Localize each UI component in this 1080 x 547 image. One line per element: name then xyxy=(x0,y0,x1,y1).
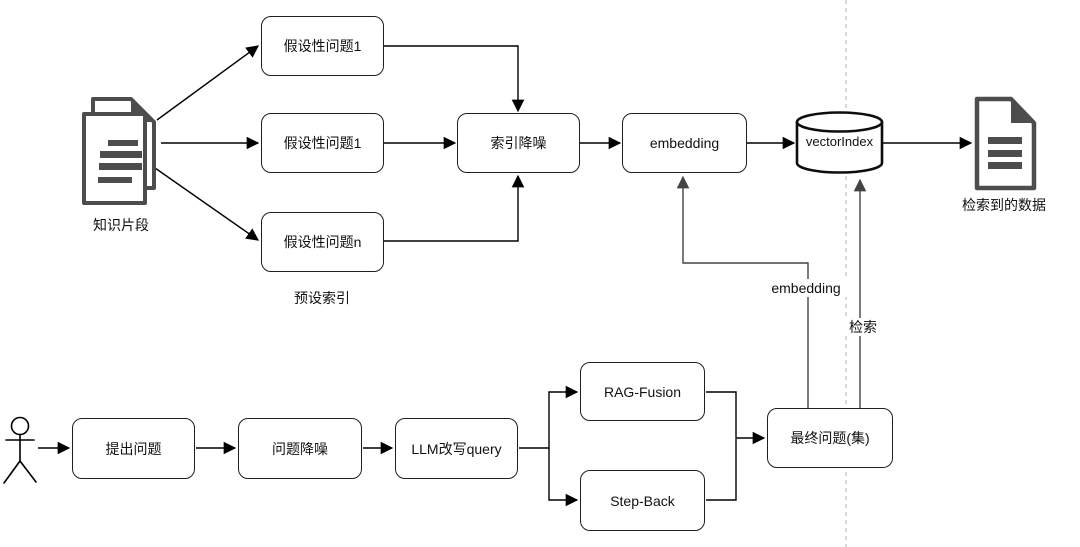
node-llm-rewrite-query[interactable]: LLM改写query xyxy=(395,418,518,479)
edge-label-retrieve: 检索 xyxy=(835,318,891,336)
edge-final-to-embedding xyxy=(676,175,809,408)
node-final-question-set[interactable]: 最终问题(集) xyxy=(767,408,893,468)
edge-source-to-hypn xyxy=(154,167,260,241)
node-hypothetical-question-2[interactable]: 假设性问题1 xyxy=(261,113,384,173)
person-icon[interactable] xyxy=(3,416,37,484)
node-question-denoise[interactable]: 问题降噪 xyxy=(238,418,362,479)
node-index-denoise[interactable]: 索引降噪 xyxy=(457,113,580,173)
document-icon[interactable] xyxy=(974,96,1037,191)
node-embedding[interactable]: embedding xyxy=(622,113,747,173)
edge-label-embedding: embedding xyxy=(762,279,850,297)
node-rag-fusion[interactable]: RAG-Fusion xyxy=(580,362,705,421)
node-hypothetical-question-n[interactable]: 假设性问题n xyxy=(261,212,384,272)
edge-llm-to-stepback xyxy=(548,448,579,507)
caption-retrieved-data: 检索到的数据 xyxy=(962,197,1046,213)
edge-hypn-to-index-denoise xyxy=(384,174,525,242)
edge-merge-to-final xyxy=(706,391,766,445)
node-hypothetical-question-1[interactable]: 假设性问题1 xyxy=(261,16,384,76)
vectorindex-label: vectorIndex xyxy=(805,134,874,149)
caption-preset-index: 预设索引 xyxy=(294,290,350,306)
edge-hyp1-to-index-denoise xyxy=(384,45,525,113)
node-ask-question[interactable]: 提出问题 xyxy=(72,418,195,479)
edge-llm-to-ragfusion xyxy=(519,385,579,449)
database-cylinder-icon[interactable] xyxy=(795,111,884,174)
caption-knowledge-fragments: 知识片段 xyxy=(93,217,149,233)
node-step-back[interactable]: Step-Back xyxy=(580,470,705,531)
edge-stepback-merge xyxy=(706,439,737,501)
documents-stack-icon[interactable] xyxy=(82,97,156,205)
edge-source-to-hyp1 xyxy=(156,45,260,121)
